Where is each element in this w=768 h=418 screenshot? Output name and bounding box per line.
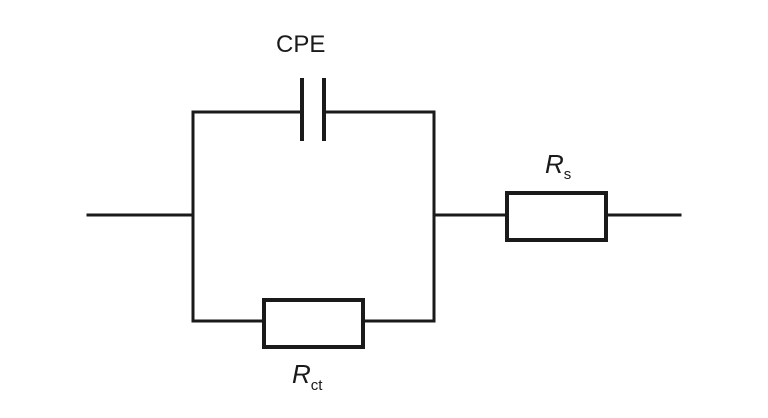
rct-label-main: R	[292, 359, 311, 389]
rs-label: Rs	[545, 149, 571, 183]
rs-label-main: R	[545, 149, 564, 179]
rs-resistor	[505, 191, 608, 242]
cpe-label: CPE	[276, 31, 325, 58]
rct-label: Rct	[292, 359, 323, 394]
rct-resistor	[262, 298, 365, 349]
rs-label-sub: s	[564, 166, 572, 183]
rct-label-sub: ct	[311, 377, 324, 394]
